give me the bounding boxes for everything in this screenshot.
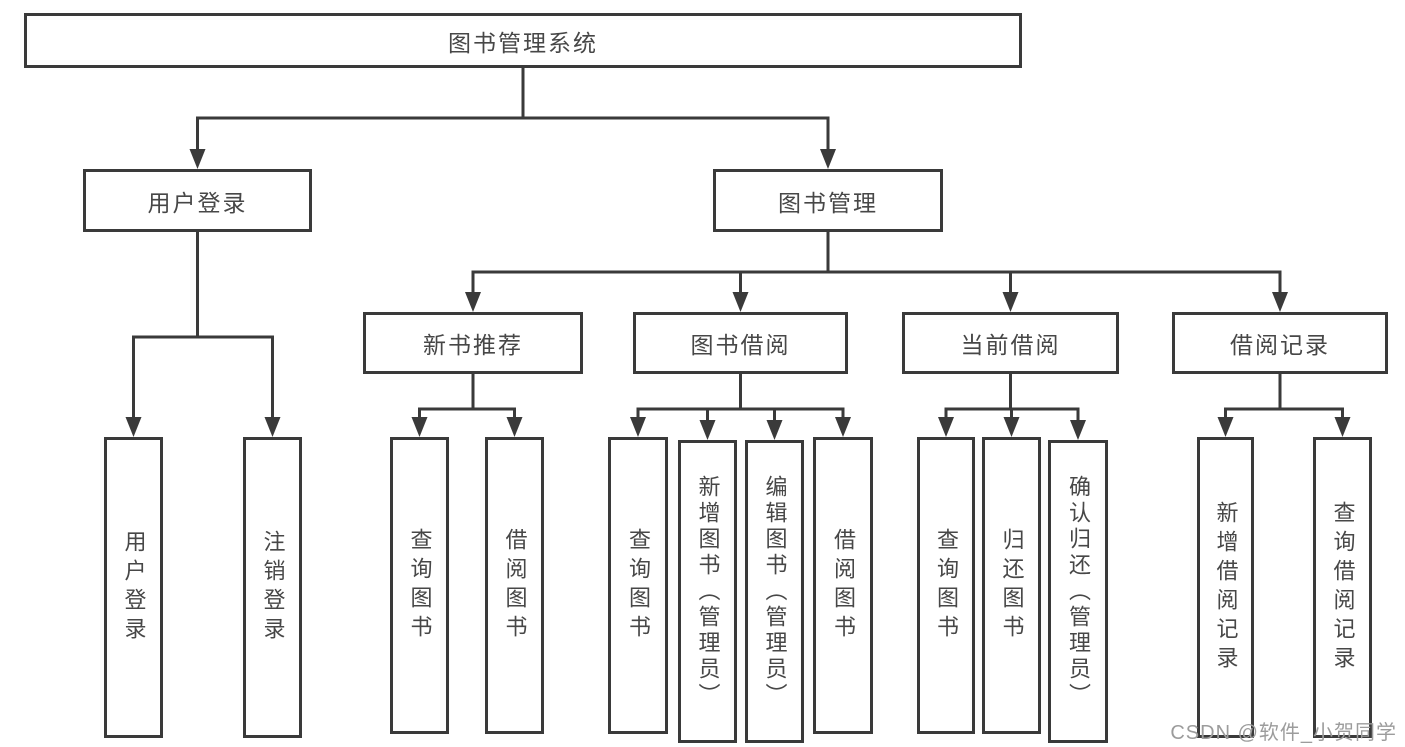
node-label: 新增图书（管理员） (695, 474, 721, 709)
node-label: 归还图书 (999, 527, 1025, 644)
node-search-book-current: 查询图书 (917, 437, 975, 734)
node-edit-book-admin: 编辑图书（管理员） (745, 440, 804, 743)
node-add-book-admin: 新增图书（管理员） (678, 440, 737, 743)
node-label: 图书管理 (778, 189, 878, 216)
node-logout: 注销登录 (243, 437, 302, 738)
node-label: 当前借阅 (960, 332, 1061, 358)
node-return-book: 归还图书 (982, 437, 1041, 734)
node-book-borrowing: 图书借阅 (633, 312, 848, 374)
node-label: 图书借阅 (690, 332, 791, 358)
node-borrow-book-borrowing: 借阅图书 (813, 437, 873, 734)
node-confirm-return-admin: 确认归还（管理员） (1048, 440, 1108, 743)
node-new-book-recommend: 新书推荐 (363, 312, 583, 374)
node-label: 查询图书 (407, 527, 433, 644)
node-search-book-recommend: 查询图书 (390, 437, 449, 734)
node-add-borrow-record: 新增借阅记录 (1197, 437, 1254, 738)
node-label: 查询图书 (626, 527, 651, 644)
node-login: 用户登录 (104, 437, 163, 738)
node-current-borrowing: 当前借阅 (902, 312, 1119, 374)
node-search-borrow-record: 查询借阅记录 (1313, 437, 1372, 738)
node-label: 图书管理系统 (448, 29, 598, 56)
node-label: 用户登录 (121, 529, 147, 646)
node-label: 借阅记录 (1230, 332, 1330, 358)
node-borrowing-records: 借阅记录 (1172, 312, 1388, 374)
node-label: 用户登录 (147, 189, 248, 216)
watermark: CSDN @软件_小贺同学 (1170, 722, 1397, 744)
node-root: 图书管理系统 (24, 13, 1022, 68)
node-label: 确认归还（管理员） (1066, 474, 1091, 709)
node-label: 新书推荐 (423, 332, 523, 358)
node-book-management: 图书管理 (713, 169, 943, 232)
node-label: 编辑图书（管理员） (762, 474, 788, 709)
node-label: 注销登录 (260, 529, 286, 646)
node-label: 借阅图书 (831, 527, 856, 644)
node-borrow-book-recommend: 借阅图书 (485, 437, 544, 734)
node-label: 借阅图书 (502, 527, 528, 644)
node-label: 新增借阅记录 (1213, 500, 1239, 675)
node-label: 查询借阅记录 (1330, 500, 1356, 675)
node-label: 查询图书 (934, 527, 959, 644)
node-search-book-borrowing: 查询图书 (608, 437, 668, 734)
node-user-login: 用户登录 (83, 169, 312, 232)
